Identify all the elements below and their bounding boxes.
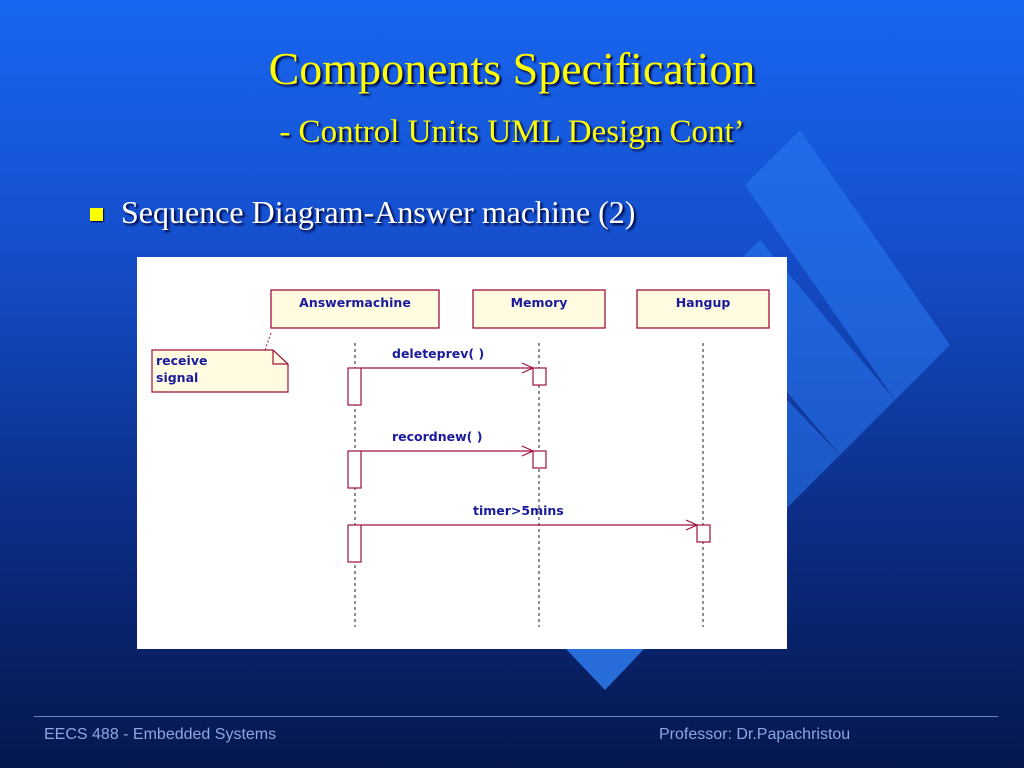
note-shape bbox=[151, 349, 289, 393]
note-text-line-2: signal bbox=[156, 370, 198, 385]
arrow-head-icon bbox=[521, 362, 535, 374]
bullet-text: Sequence Diagram-Answer machine (2) bbox=[121, 194, 636, 230]
note-text-line-1: receive bbox=[156, 353, 207, 368]
message-label-deleteprev: deleteprev( ) bbox=[392, 346, 484, 361]
activation-hangup-1 bbox=[696, 524, 711, 543]
activation-memory-1 bbox=[532, 367, 547, 386]
activation-answermachine-1 bbox=[347, 367, 362, 406]
activation-answermachine-3 bbox=[347, 524, 362, 563]
bullet-square-icon bbox=[90, 208, 103, 221]
arrow-head-icon bbox=[685, 519, 699, 531]
message-label-timer: timer>5mins bbox=[473, 503, 564, 518]
sequence-diagram: Answermachine Memory Hangup receive sign… bbox=[137, 257, 787, 649]
lifeline-box-hangup bbox=[636, 289, 770, 329]
activation-answermachine-2 bbox=[347, 450, 362, 489]
lifeline-box-answermachine bbox=[270, 289, 440, 329]
decor-diamond bbox=[745, 130, 950, 400]
decor-diamond bbox=[565, 648, 645, 690]
activation-memory-2 bbox=[532, 450, 547, 469]
sequence-diagram-canvas: Answermachine Memory Hangup receive sign… bbox=[151, 289, 770, 627]
lifeline-label-answermachine: Answermachine bbox=[299, 295, 411, 310]
lifeline-box-memory bbox=[472, 289, 606, 329]
footer-divider bbox=[34, 716, 998, 717]
bullet-item: Sequence Diagram-Answer machine (2) bbox=[90, 194, 635, 231]
slide-subtitle: - Control Units UML Design Cont’ bbox=[279, 114, 745, 150]
footer-course: EECS 488 - Embedded Systems bbox=[44, 726, 277, 743]
note-receive-signal: receive signal bbox=[151, 332, 289, 393]
slide-title: Components Specification bbox=[268, 43, 756, 94]
note-anchor-line bbox=[264, 332, 272, 351]
note-fold bbox=[272, 350, 288, 365]
message-label-recordnew: recordnew( ) bbox=[392, 429, 482, 444]
footer-professor: Professor: Dr.Papachristou bbox=[659, 726, 851, 743]
lifeline-label-hangup: Hangup bbox=[676, 295, 731, 310]
lifeline-label-memory: Memory bbox=[511, 295, 568, 310]
arrow-head-icon bbox=[521, 445, 535, 457]
